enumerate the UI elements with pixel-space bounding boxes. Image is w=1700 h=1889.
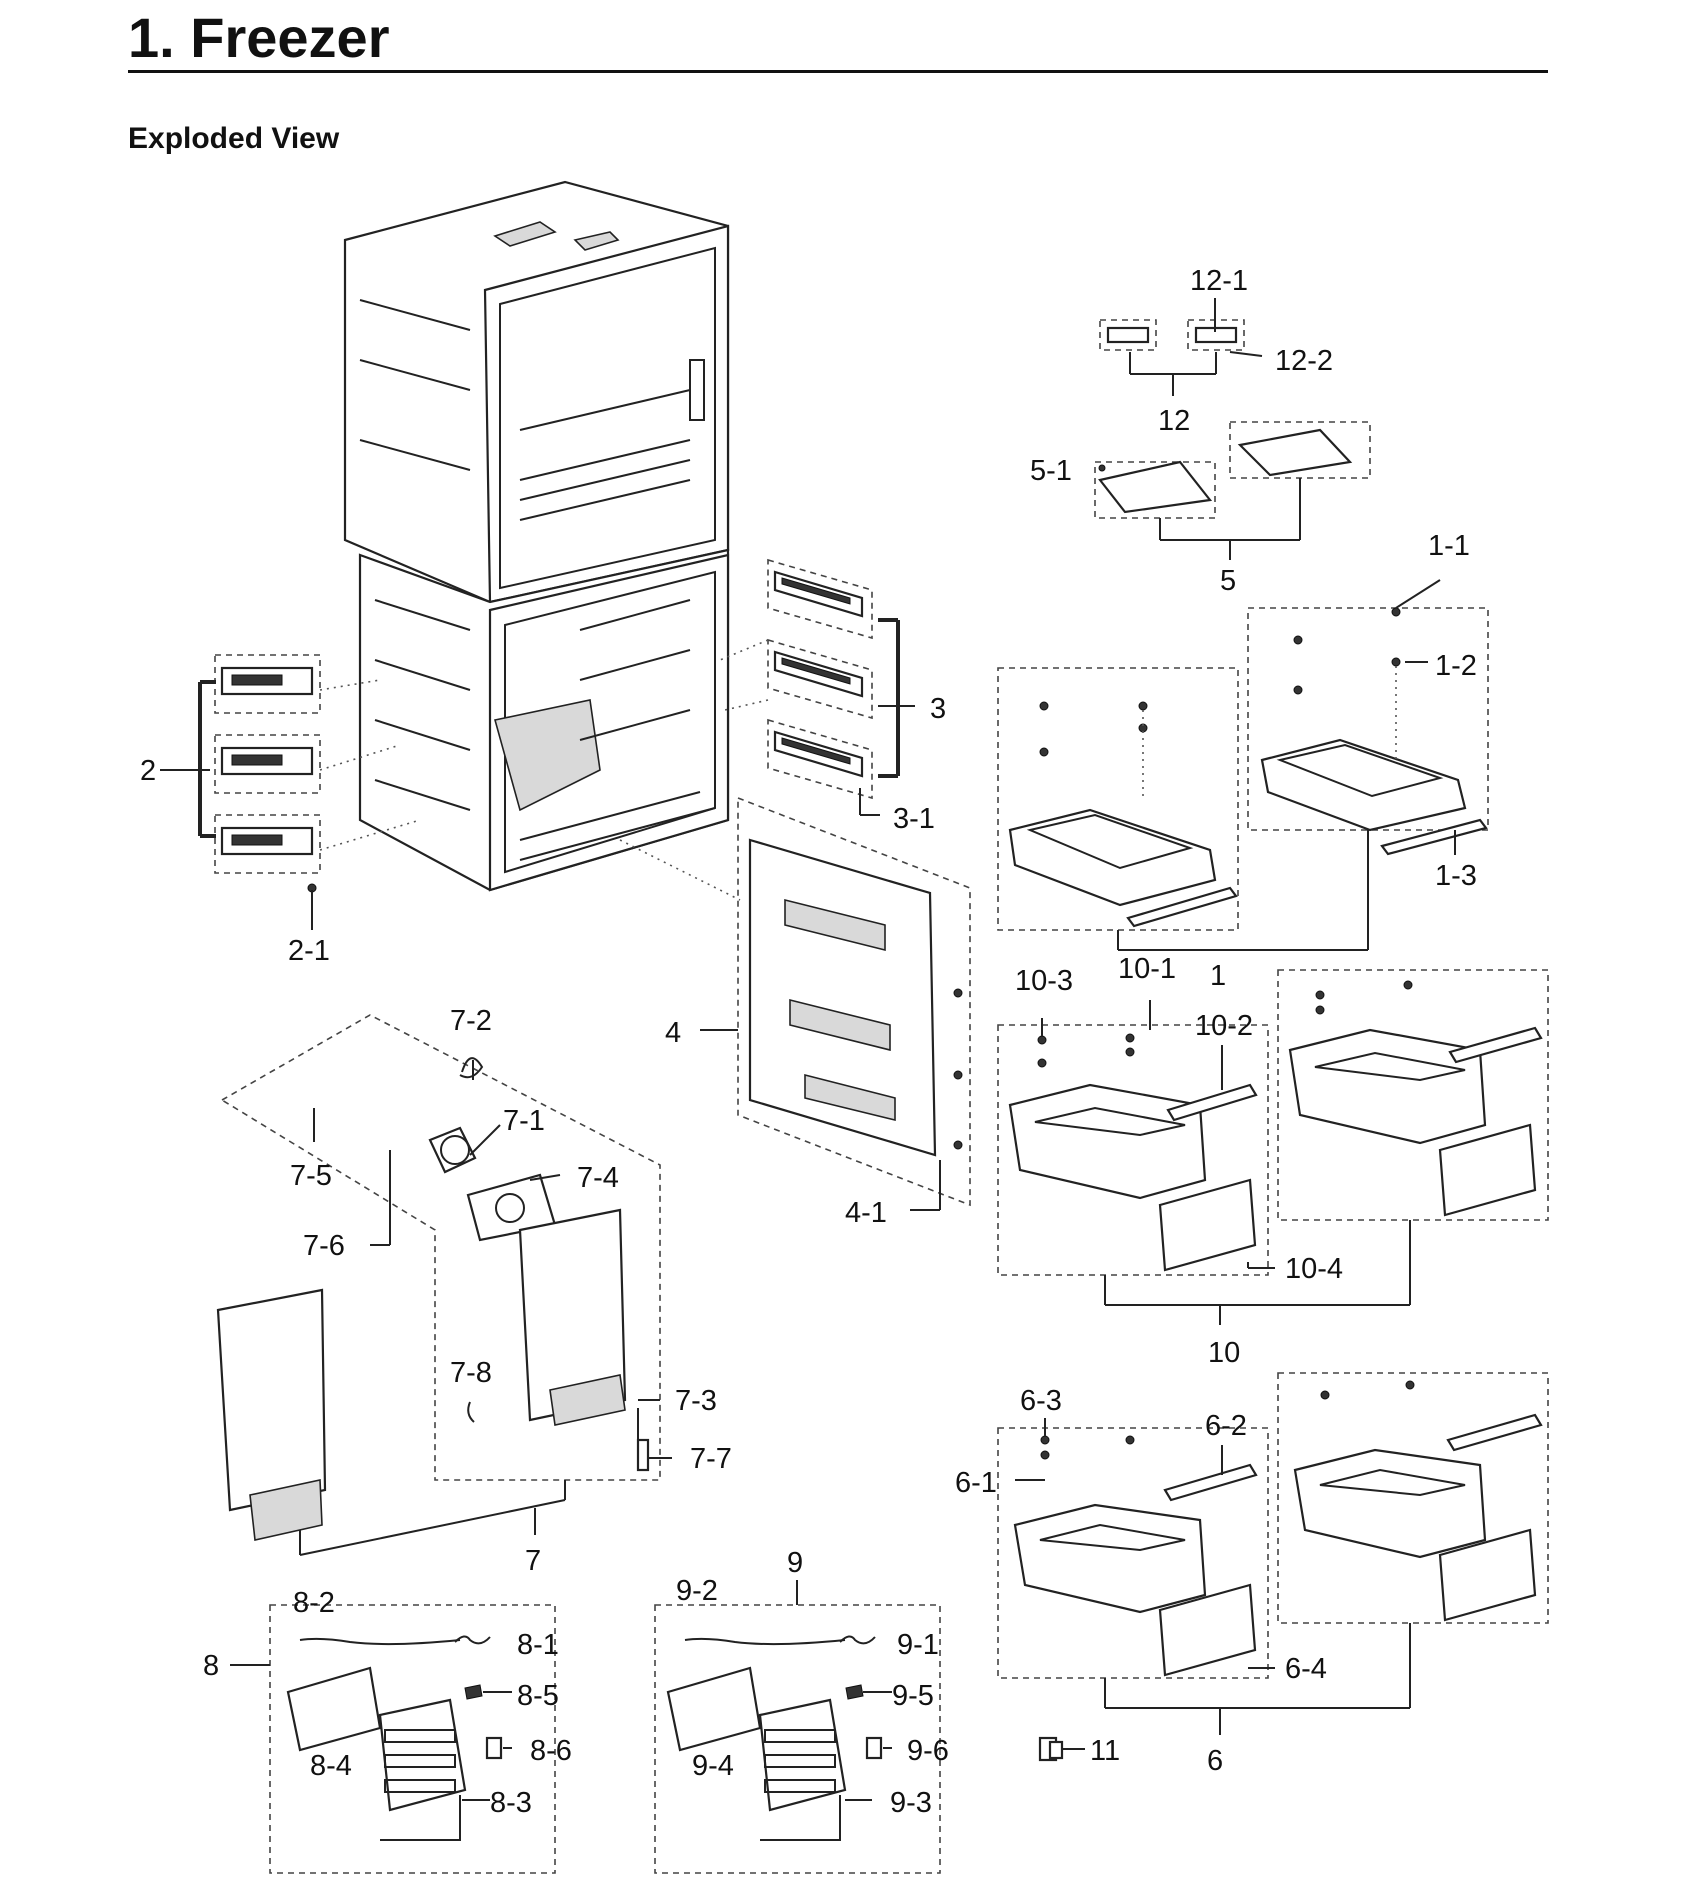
section-subtitle: Exploded View bbox=[128, 122, 340, 155]
callout-3: 3 bbox=[930, 693, 946, 725]
item-4-panel bbox=[619, 796, 971, 1211]
callout-4: 4 bbox=[665, 1017, 681, 1049]
callout-10-3: 10-3 bbox=[1015, 965, 1073, 997]
item-1-drawers bbox=[997, 579, 1489, 951]
callout-8-6: 8-6 bbox=[530, 1735, 572, 1767]
callout-6-3: 6-3 bbox=[1020, 1385, 1062, 1417]
item-8-evaporator bbox=[230, 1604, 556, 1874]
callout-5-1: 5-1 bbox=[1030, 455, 1072, 487]
callout-10-2: 10-2 bbox=[1195, 1010, 1253, 1042]
callout-6-4: 6-4 bbox=[1285, 1653, 1327, 1685]
callout-6-2: 6-2 bbox=[1205, 1410, 1247, 1442]
callout-1-2: 1-2 bbox=[1435, 650, 1477, 682]
callout-6: 6 bbox=[1207, 1745, 1223, 1777]
callout-12-1: 12-1 bbox=[1190, 265, 1248, 297]
callout-9-1: 9-1 bbox=[897, 1629, 939, 1661]
callout-8-4: 8-4 bbox=[310, 1750, 352, 1782]
callout-8-5: 8-5 bbox=[517, 1680, 559, 1712]
callout-9: 9 bbox=[787, 1547, 803, 1579]
callout-9-2: 9-2 bbox=[676, 1575, 718, 1607]
callout-labels: 12-1 12-2 12 5-1 5 1-1 1-2 1-3 1 2 2-1 3… bbox=[140, 265, 1477, 1819]
item-5-trays bbox=[1094, 421, 1371, 560]
callout-10-4: 10-4 bbox=[1285, 1253, 1343, 1285]
callout-7-4: 7-4 bbox=[577, 1162, 619, 1194]
callout-12: 12 bbox=[1158, 405, 1190, 437]
callout-1-1: 1-1 bbox=[1428, 530, 1470, 562]
callout-7-7: 7-7 bbox=[690, 1443, 732, 1475]
callout-1: 1 bbox=[1210, 960, 1226, 992]
item-2-rails bbox=[160, 654, 421, 930]
callout-8-3: 8-3 bbox=[490, 1787, 532, 1819]
callout-11: 11 bbox=[1090, 1735, 1120, 1767]
callout-7-2: 7-2 bbox=[450, 1005, 492, 1037]
callout-9-5: 9-5 bbox=[892, 1680, 934, 1712]
callout-3-1: 3-1 bbox=[893, 803, 935, 835]
callout-9-4: 9-4 bbox=[692, 1750, 734, 1782]
item-9-evaporator bbox=[654, 1580, 941, 1874]
callout-7-5: 7-5 bbox=[290, 1160, 332, 1192]
page-title: 1. Freezer bbox=[128, 6, 390, 69]
callout-9-3: 9-3 bbox=[890, 1787, 932, 1819]
callout-7-8: 7-8 bbox=[450, 1357, 492, 1389]
callout-5: 5 bbox=[1220, 565, 1236, 597]
callout-7-6: 7-6 bbox=[303, 1230, 345, 1262]
callout-4-1: 4-1 bbox=[845, 1197, 887, 1229]
callout-7-1: 7-1 bbox=[503, 1105, 545, 1137]
callout-9-6: 9-6 bbox=[907, 1735, 949, 1767]
callout-10-1: 10-1 bbox=[1118, 953, 1176, 985]
callout-12-2: 12-2 bbox=[1275, 345, 1333, 377]
callout-1-3: 1-3 bbox=[1435, 860, 1477, 892]
callout-8: 8 bbox=[203, 1650, 219, 1682]
item-7-assembly bbox=[216, 1014, 672, 1556]
item-6-drawers bbox=[997, 1372, 1549, 1735]
callout-2: 2 bbox=[140, 755, 156, 787]
callout-6-1: 6-1 bbox=[955, 1467, 997, 1499]
item-3-rails bbox=[719, 558, 915, 816]
callout-2-1: 2-1 bbox=[288, 935, 330, 967]
callout-10: 10 bbox=[1208, 1337, 1240, 1369]
item-10-drawers bbox=[997, 969, 1549, 1325]
item-11-part bbox=[1038, 1736, 1085, 1762]
cabinet-assembly bbox=[343, 180, 730, 892]
title-rule bbox=[128, 70, 1548, 73]
callout-7: 7 bbox=[525, 1545, 541, 1577]
callout-7-3: 7-3 bbox=[675, 1385, 717, 1417]
callout-8-2: 8-2 bbox=[293, 1587, 335, 1619]
item-12-parts bbox=[1099, 298, 1263, 396]
callout-8-1: 8-1 bbox=[517, 1629, 559, 1661]
